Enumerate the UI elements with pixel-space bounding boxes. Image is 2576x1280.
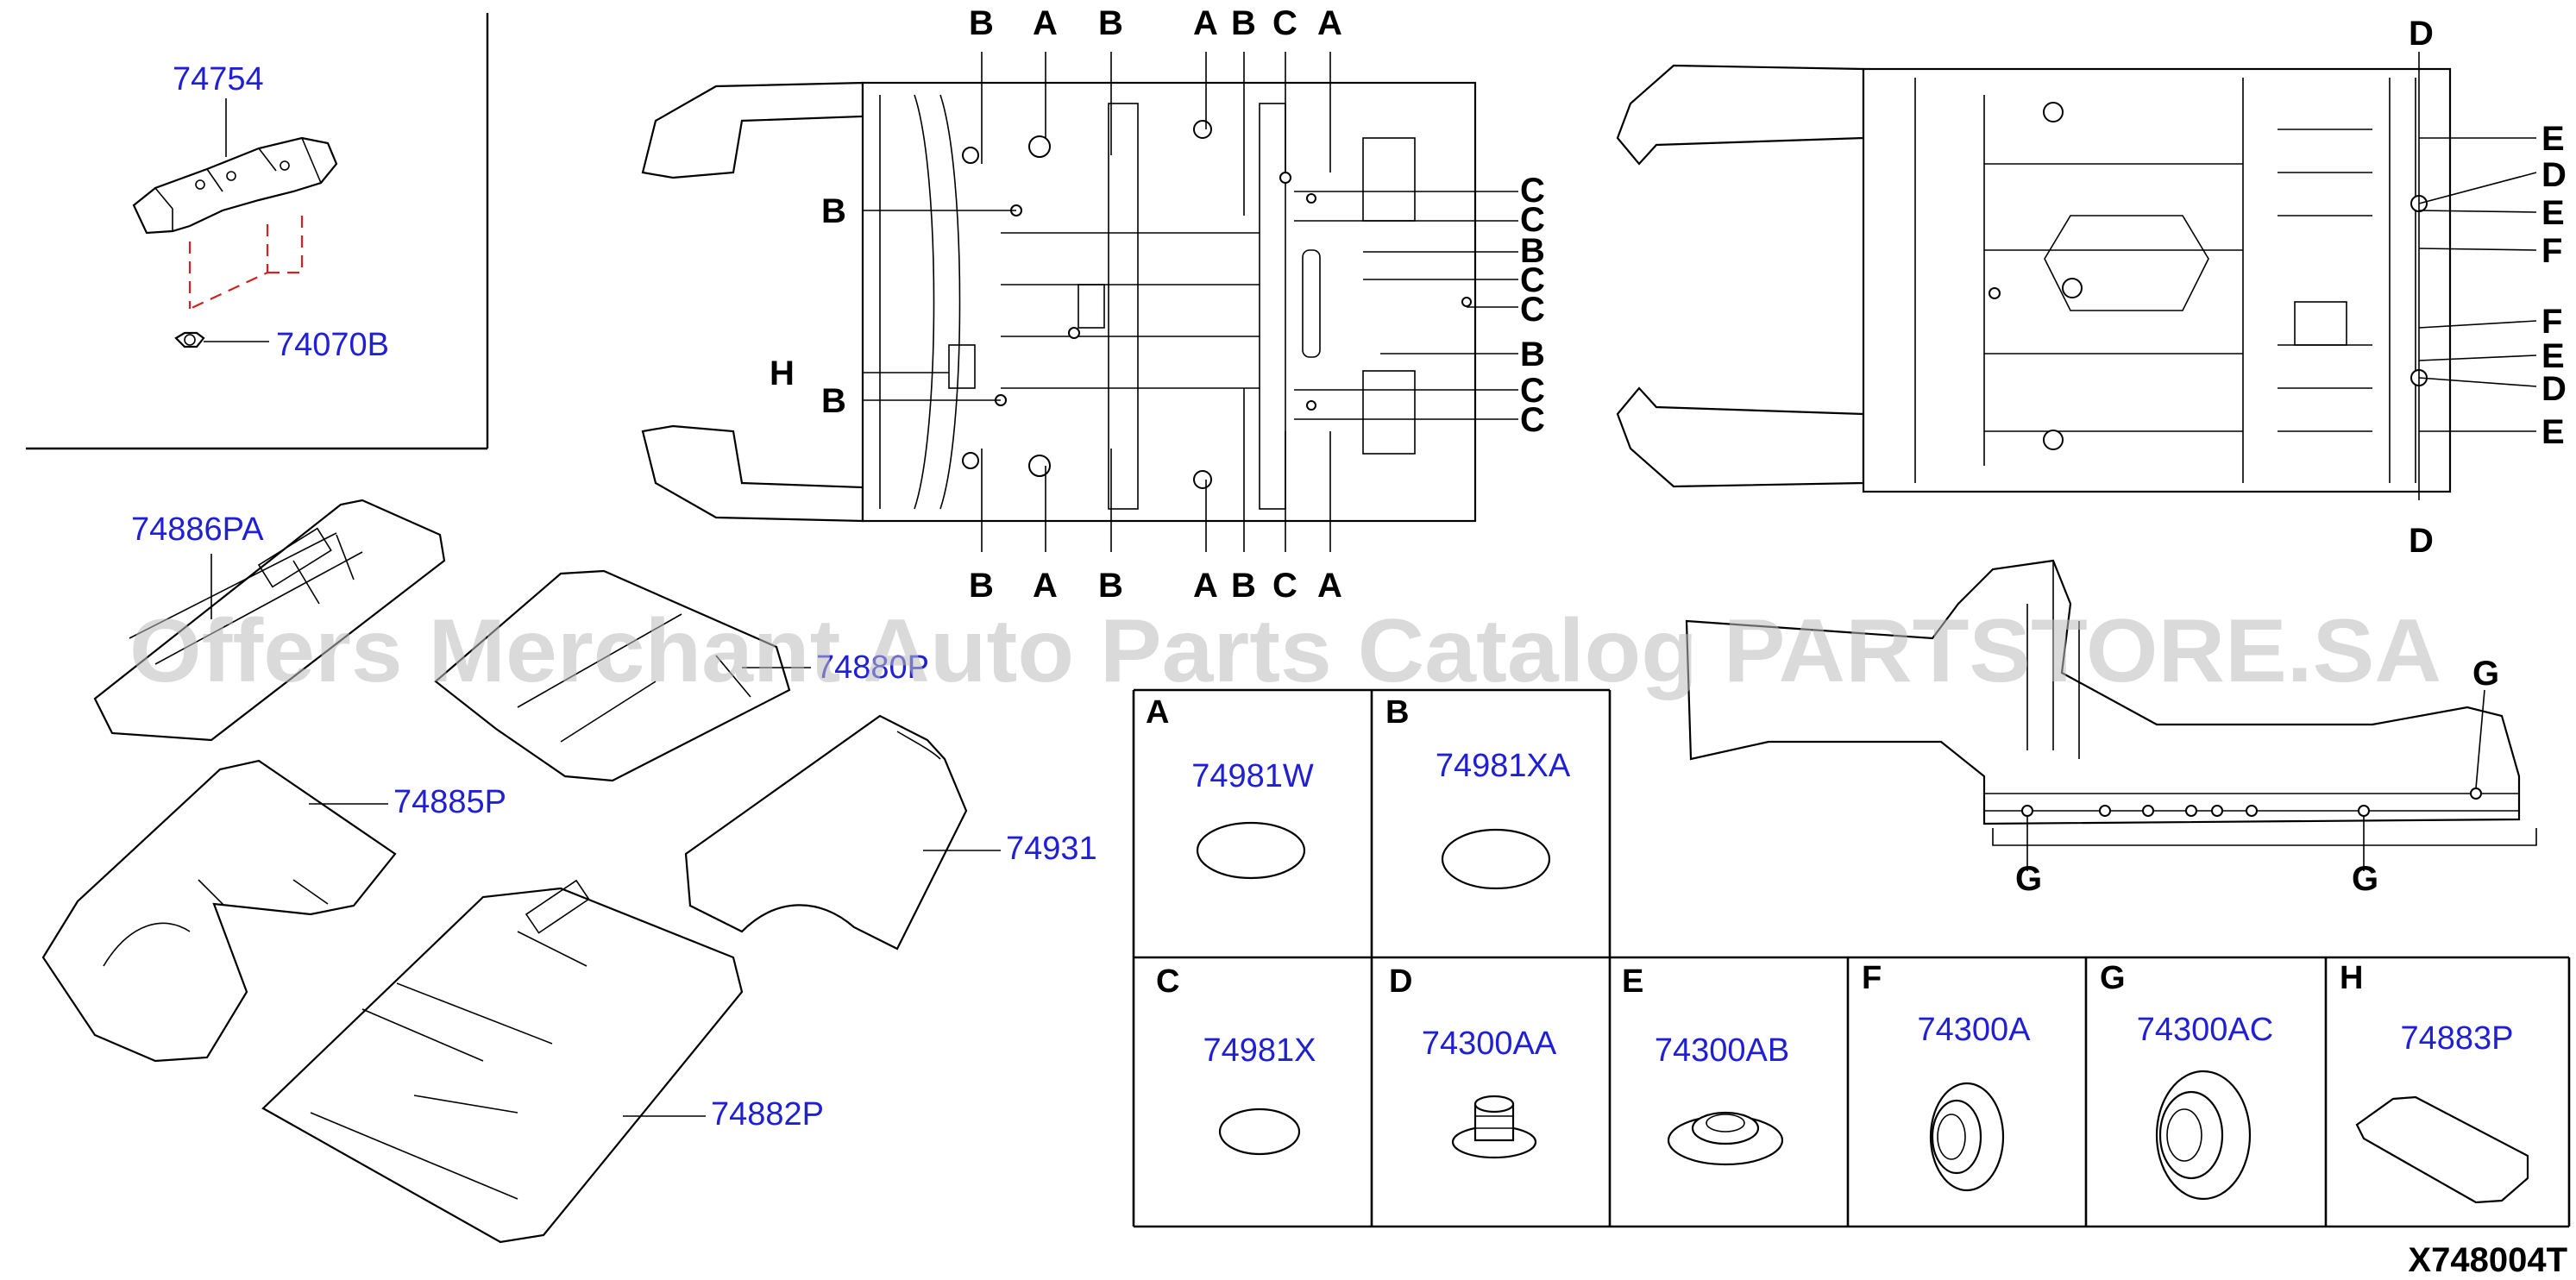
legend-cell-F: F 74300A — [1862, 960, 2031, 1192]
svg-text:H: H — [2340, 960, 2363, 996]
svg-text:F: F — [2541, 232, 2562, 270]
mat-74882P — [261, 887, 744, 1244]
grommet-74300AA — [1451, 1095, 1537, 1159]
side-view-bottom-callout-2: G — [2352, 860, 2378, 898]
svg-text:E: E — [2541, 120, 2565, 158]
floor-mats-group: 74886PA 74880P 74885P 74931 74882P — [41, 499, 1097, 1244]
svg-text:A: A — [1193, 567, 1218, 605]
svg-text:B: B — [821, 192, 846, 230]
svg-text:C: C — [1520, 201, 1545, 239]
svg-text:E: E — [2541, 413, 2565, 451]
svg-text:B: B — [969, 4, 994, 42]
svg-text:G: G — [2100, 960, 2126, 996]
rear-floor-top-callout: D — [2409, 15, 2434, 53]
legend-cell-G: G 74300AC — [2100, 960, 2273, 1201]
svg-text:A: A — [1317, 567, 1342, 605]
front-underbody-view: B A B A B C A B A B A B C A B H B C C B … — [641, 4, 1545, 605]
svg-text:H: H — [770, 355, 795, 392]
legend-cell-A: A 74981W — [1146, 694, 1314, 880]
plug-74981XA — [1441, 828, 1551, 890]
svg-text:B: B — [1520, 336, 1545, 373]
svg-text:B: B — [821, 382, 846, 420]
svg-text:C: C — [1156, 963, 1179, 1000]
legend-cell-D: D 74300AA — [1389, 963, 1557, 1159]
inset-heat-insulator: 74754 74070B — [26, 13, 489, 450]
svg-text:D: D — [2541, 370, 2567, 408]
rear-floor-right-callouts: E D E F F E D E — [2541, 120, 2567, 451]
svg-text:C: C — [1272, 4, 1297, 42]
diagram-id: X748004T — [2408, 1241, 2567, 1279]
svg-text:B: B — [1231, 567, 1256, 605]
svg-text:F: F — [1862, 960, 1882, 996]
part-label-74885P: 74885P — [393, 784, 506, 820]
svg-text:74300AC: 74300AC — [2137, 1012, 2273, 1048]
svg-text:B: B — [969, 567, 994, 605]
part-label-74754: 74754 — [173, 61, 264, 97]
legend-cell-B: B 74981XA — [1385, 694, 1571, 890]
svg-text:B: B — [1098, 4, 1123, 42]
legend-cell-C: C 74981X — [1156, 963, 1316, 1156]
underbody-bottom-callouts: B A B A B C A — [969, 567, 1342, 605]
svg-text:B: B — [1385, 694, 1409, 731]
svg-text:74981W: 74981W — [1191, 758, 1314, 794]
side-view-bottom-callout-1: G — [2015, 860, 2042, 898]
part-label-74931: 74931 — [1006, 831, 1097, 867]
side-sill-view: G G G — [1685, 559, 2537, 898]
underbody-right-callouts: C C B C C B C C — [1520, 172, 1545, 439]
side-view-top-callout: G — [2472, 655, 2499, 693]
mat-74886PA — [93, 499, 446, 742]
svg-text:D: D — [1389, 963, 1412, 1000]
pad-74883P — [2355, 1095, 2529, 1204]
svg-text:A: A — [1146, 694, 1169, 731]
svg-text:C: C — [1520, 372, 1545, 410]
svg-text:C: C — [1272, 567, 1297, 605]
rear-floor-bottom-callout: D — [2409, 522, 2434, 560]
svg-text:F: F — [2541, 303, 2562, 341]
legend-cell-E: E 74300AB — [1622, 963, 1789, 1166]
svg-text:A: A — [1033, 4, 1058, 42]
svg-text:E: E — [2541, 337, 2565, 375]
part-label-74070B: 74070B — [276, 327, 389, 363]
svg-text:E: E — [2541, 194, 2565, 232]
svg-text:74981X: 74981X — [1203, 1032, 1316, 1069]
legend-cell-H: H 74883P — [2340, 960, 2529, 1204]
svg-text:D: D — [2541, 156, 2567, 194]
underbody-top-callouts: B A B A B C A — [969, 4, 1342, 42]
svg-text:C: C — [1520, 401, 1545, 439]
underbody-holes — [962, 120, 1472, 489]
svg-text:A: A — [1317, 4, 1342, 42]
plug-74981W — [1196, 821, 1306, 880]
watermark-text: Offers Merchant Auto Parts Catalog PARTS… — [129, 601, 2441, 701]
svg-text:74300AA: 74300AA — [1422, 1026, 1557, 1062]
grommet-74300A — [1929, 1082, 2005, 1192]
part-label-74882P: 74882P — [711, 1096, 824, 1133]
mat-74931 — [684, 714, 968, 951]
svg-text:A: A — [1033, 567, 1058, 605]
part-label-74886PA: 74886PA — [131, 511, 264, 548]
svg-text:B: B — [1098, 567, 1123, 605]
svg-text:E: E — [1622, 963, 1643, 1000]
svg-text:74981XA: 74981XA — [1436, 748, 1571, 784]
svg-text:C: C — [1520, 172, 1545, 210]
underbody-left-callouts: B H B — [770, 192, 846, 420]
svg-text:A: A — [1193, 4, 1218, 42]
plug-74981X — [1218, 1107, 1301, 1156]
mat-74885P — [41, 759, 397, 1063]
svg-text:74300AB: 74300AB — [1655, 1032, 1789, 1069]
mat-74880P — [434, 569, 791, 782]
svg-text:74883P: 74883P — [2400, 1020, 2513, 1057]
svg-text:C: C — [1520, 291, 1545, 329]
rear-floor-view: D D E D E F F E D E — [1616, 15, 2567, 560]
parts-legend-table: A 74981W B 74981XA C 74981X D 74300AA — [1132, 688, 2571, 1228]
svg-text:B: B — [1231, 4, 1256, 42]
grommet-74300AC — [2155, 1070, 2252, 1201]
svg-text:C: C — [1520, 261, 1545, 299]
svg-text:B: B — [1520, 232, 1545, 270]
svg-text:74300A: 74300A — [1917, 1012, 2031, 1048]
part-label-74880P: 74880P — [816, 649, 929, 686]
grommet-74300AB — [1667, 1111, 1784, 1166]
